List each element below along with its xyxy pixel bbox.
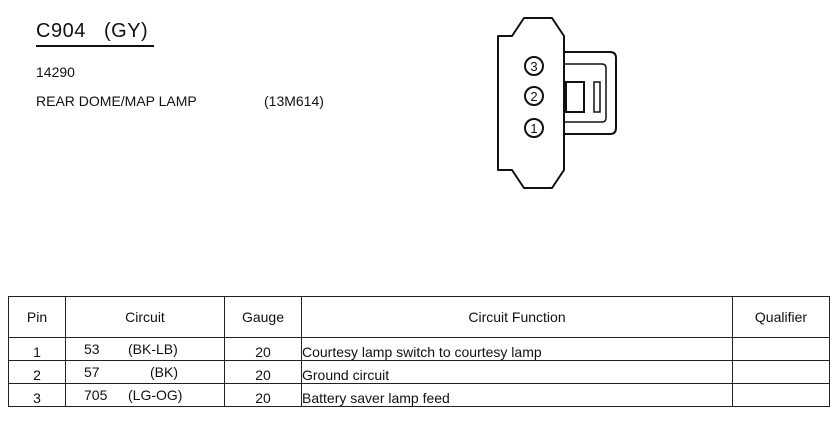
- header-qualifier: Qualifier: [732, 296, 830, 338]
- connector-body-outline: [497, 17, 565, 189]
- pin-label-2: 2: [530, 89, 537, 104]
- cell-circuit: 57 (BK): [65, 360, 225, 384]
- circuit-color: (BK): [150, 364, 178, 380]
- cell-circuit: 53 (BK-LB): [65, 337, 225, 361]
- pin-label-1: 1: [530, 121, 537, 136]
- header-circuit: Circuit: [65, 296, 225, 338]
- part-number: 14290: [36, 64, 75, 80]
- connector-latch-slot-b: [593, 81, 601, 113]
- cell-pin: 3: [8, 383, 66, 407]
- circuit-number: 57: [84, 364, 100, 380]
- circuit-color: (BK-LB): [128, 341, 178, 357]
- component-code: (13M614): [264, 93, 324, 109]
- cell-qualifier: [732, 383, 830, 407]
- connector-face-diagram: 3 2 1: [497, 17, 617, 189]
- pin-cavity-3: [524, 56, 544, 76]
- connector-title: C904 (GY): [36, 20, 148, 42]
- connector-latch-inner: [564, 63, 607, 123]
- component-name: REAR DOME/MAP LAMP: [36, 93, 197, 109]
- cell-circuit-function: Ground circuit: [301, 360, 733, 384]
- table-row: 3 705 (LG-OG) 20 Battery saver lamp feed: [8, 383, 830, 407]
- cell-qualifier: [732, 337, 830, 361]
- header-gauge: Gauge: [224, 296, 302, 338]
- cell-qualifier: [732, 360, 830, 384]
- pin-cavity-1: [524, 118, 544, 138]
- cell-circuit: 705 (LG-OG): [65, 383, 225, 407]
- cell-gauge: 20: [224, 383, 302, 407]
- cell-gauge: 20: [224, 360, 302, 384]
- table-row: 1 53 (BK-LB) 20 Courtesy lamp switch to …: [8, 337, 830, 361]
- connector-latch-slot-a: [565, 81, 585, 113]
- pin-table: Pin Circuit Gauge Circuit Function Quali…: [8, 296, 830, 407]
- circuit-color: (LG-OG): [128, 387, 183, 403]
- header-pin: Pin: [8, 296, 66, 338]
- pin-table-header: Pin Circuit Gauge Circuit Function Quali…: [8, 296, 830, 338]
- cell-pin: 1: [8, 337, 66, 361]
- title-underline: [36, 45, 154, 47]
- cell-circuit-function: Courtesy lamp switch to courtesy lamp: [301, 337, 733, 361]
- cell-pin: 2: [8, 360, 66, 384]
- connector-id: C904: [36, 20, 86, 42]
- circuit-number: 705: [84, 387, 108, 403]
- connector-color: (GY): [103, 20, 149, 42]
- pin-label-3: 3: [530, 59, 537, 74]
- pin-cavity-2: [524, 86, 544, 106]
- header-circuit-function: Circuit Function: [301, 296, 733, 338]
- cell-circuit-function: Battery saver lamp feed: [301, 383, 733, 407]
- cell-gauge: 20: [224, 337, 302, 361]
- table-row: 2 57 (BK) 20 Ground circuit: [8, 360, 830, 384]
- connector-latch-outline: [564, 51, 617, 135]
- circuit-number: 53: [84, 341, 100, 357]
